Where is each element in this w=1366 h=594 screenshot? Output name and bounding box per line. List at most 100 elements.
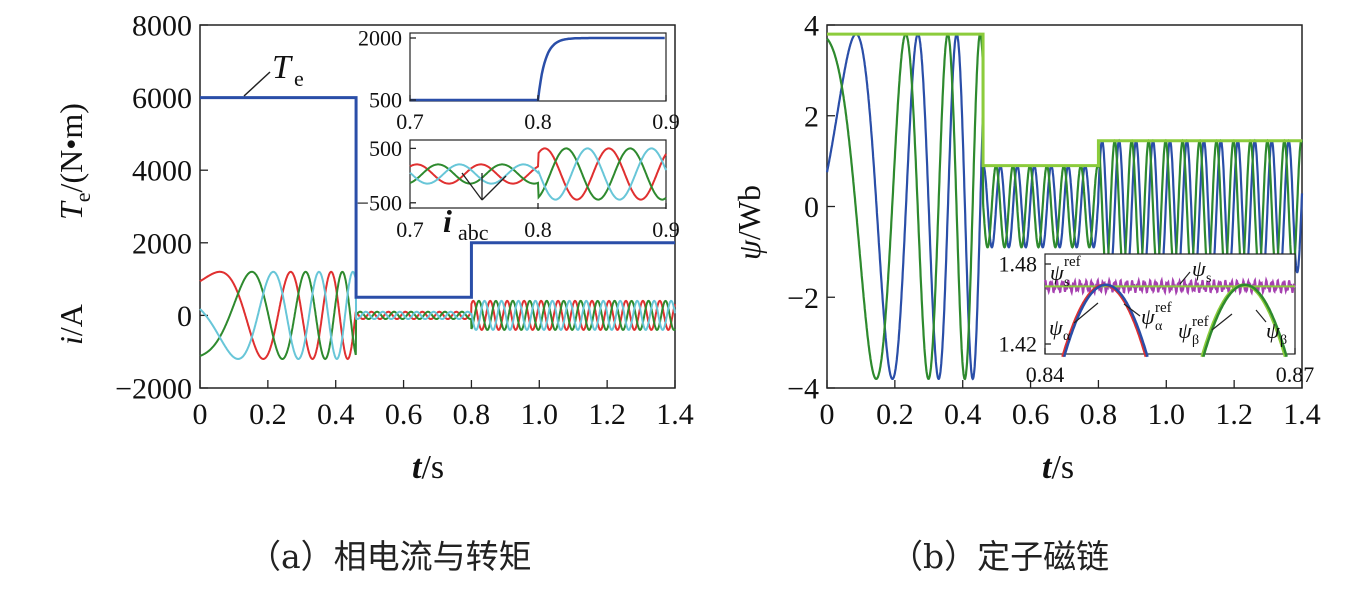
x-axis-b-tick-label: 0.2	[876, 398, 914, 431]
x-label-b: t/s	[1042, 449, 1074, 486]
label-psi-beta-sub: β	[1280, 333, 1287, 348]
label-psi-s-ref-sup: ref	[1064, 254, 1081, 270]
label-psi-alpha-sub: α	[1063, 329, 1071, 344]
y-axis-b-tick-label: 4	[804, 10, 819, 43]
x-axis-a-tick-label: 0.6	[385, 398, 423, 431]
label-psi-beta-ref-sup: ref	[1192, 314, 1209, 330]
x-axis-a-tick-label: 1.2	[588, 398, 626, 431]
plot-frame-a	[199, 24, 676, 389]
inset-current-y-tick-label: −500	[357, 191, 402, 216]
iabc-annotation: i	[443, 203, 452, 239]
psi-alpha-ref-pointer	[1123, 303, 1141, 317]
x-ticks-b: 0 0.2 0.4 0.6 0.8 1.0 1.2 1.4	[820, 380, 1321, 431]
psi-alpha-line	[825, 32, 1304, 381]
y-axis-a-tick-label: 4000	[132, 155, 192, 188]
psi-beta-ref-pointer	[1211, 313, 1233, 331]
psi-alpha-pointer	[1073, 302, 1099, 324]
phase-current-b	[199, 270, 676, 361]
psi-s-pointer	[1179, 271, 1191, 285]
y-axis-b-tick-label: −4	[787, 373, 819, 406]
x-axis-b-tick-label: 1.2	[1215, 398, 1253, 431]
x-axis-b-tick-label: 1.4	[1283, 398, 1321, 431]
label-psi-alpha-ref-sub: α	[1155, 319, 1163, 334]
caption-b: （b）定子磁链	[890, 537, 1110, 576]
inset-torque-frame	[409, 32, 667, 102]
inset-psi-beta-line	[1202, 283, 1288, 358]
iabc-pointer-1	[461, 172, 483, 201]
x-axis-a-tick-label: 1.0	[521, 398, 559, 431]
inset-phase-current-b	[409, 147, 667, 201]
phase-current-c	[199, 270, 676, 361]
x-axis-b-tick-label: 0	[820, 398, 835, 431]
inset-torque-x-tick-label: 0.7	[396, 109, 424, 134]
label-psi-s-ref-sub: s	[1064, 275, 1069, 290]
inset-torque-x-tick-label: 0.9	[652, 109, 680, 134]
inset-psi-alpha-line	[1062, 283, 1149, 358]
inset-flux-lines	[1044, 276, 1296, 358]
y-axis-a-tick-label: 8000	[132, 10, 192, 43]
iabc-annotation-sub: abc	[458, 220, 489, 245]
inset-phase-current-a	[409, 147, 667, 201]
inset-flux-x-tick-label: 0.87	[1276, 362, 1315, 387]
inset-flux-x-tick-label: 0.84	[1026, 362, 1065, 387]
label-psi-alpha: ψ	[1049, 315, 1063, 340]
inset-torque-y-tick-label: 2000	[358, 26, 402, 51]
inset-torque-x-tick-label: 0.8	[524, 109, 552, 134]
x-axis-a-tick-label: 1.4	[656, 398, 694, 431]
y-axis-a-tick-label: −2000	[115, 373, 192, 406]
x-axis-a-tick-label: 0.8	[453, 398, 491, 431]
caption-a: （a）相电流与转矩	[248, 537, 532, 576]
y-axis-a-tick-label: 6000	[132, 82, 192, 115]
y-axis-a-tick-label: 2000	[132, 227, 192, 260]
inset-current-y-tick-label: 500	[369, 136, 402, 161]
inset-flux-y-tick-label: 1.42	[999, 332, 1038, 357]
inset-current-x-tick-label: 0.9	[652, 217, 680, 242]
label-psi-s-ref: ψ	[1050, 260, 1064, 285]
x-label-a: t/s	[412, 449, 444, 486]
te-pointer	[243, 71, 271, 97]
x-axis-a-tick-label: 0.4	[317, 398, 355, 431]
label-psi-alpha-ref-sup: ref	[1155, 300, 1172, 316]
te-annotation: T	[272, 49, 293, 86]
label-psi-alpha-ref: ψ	[1141, 304, 1155, 329]
te-annotation-sub: e	[294, 66, 304, 91]
y-ticks-b: −4 −2 0 2 4	[787, 10, 835, 406]
iabc-pointer-3	[481, 175, 507, 201]
y-ticks-a: −2000 0 2000 4000 6000 8000	[115, 10, 208, 406]
x-axis-a-tick-label: 0	[193, 398, 208, 431]
psi-beta-pointer	[1255, 309, 1267, 323]
y-axis-b-tick-label: 0	[804, 191, 819, 224]
y-axis-b-tick-label: 2	[804, 100, 819, 133]
inset-flux-frame	[1044, 253, 1296, 355]
x-axis-b-tick-label: 0.8	[1080, 398, 1118, 431]
phase-currents	[199, 270, 676, 361]
label-psi-beta: ψ	[1266, 318, 1280, 343]
x-axis-b-tick-label: 0.6	[1012, 398, 1050, 431]
flux-magnitude-line	[827, 32, 1302, 168]
inset-phase-current-c	[409, 147, 667, 201]
torque-line	[200, 96, 675, 299]
y-label-torque: Te/(N•m)	[53, 103, 95, 220]
x-axis-a-tick-label: 0.2	[249, 398, 287, 431]
y-axis-a-tick-label: 0	[177, 300, 192, 333]
y-label-current: i/A	[53, 304, 89, 345]
phase-current-a	[199, 270, 676, 361]
inset-torque-ticks: 0.7 0.8 0.9 500 2000	[358, 26, 680, 134]
x-ticks-a: 0 0.2 0.4 0.6 0.8 1.0 1.2 1.4	[193, 380, 694, 431]
x-axis-b-tick-label: 0.4	[944, 398, 982, 431]
label-psi-s-sub: s	[1206, 271, 1211, 286]
label-psi-beta-ref-sub: β	[1192, 333, 1199, 348]
y-axis-b-tick-label: −2	[787, 282, 819, 315]
inset-current-lines	[409, 147, 667, 201]
inset-current-x-tick-label: 0.8	[524, 217, 552, 242]
x-axis-b-tick-label: 1.0	[1148, 398, 1186, 431]
y-label-flux: ψ/Wb	[731, 185, 767, 260]
label-psi-beta-ref: ψ	[1178, 318, 1192, 343]
label-psi-s: ψ	[1192, 256, 1206, 281]
inset-torque-y-tick-label: 500	[369, 88, 402, 113]
